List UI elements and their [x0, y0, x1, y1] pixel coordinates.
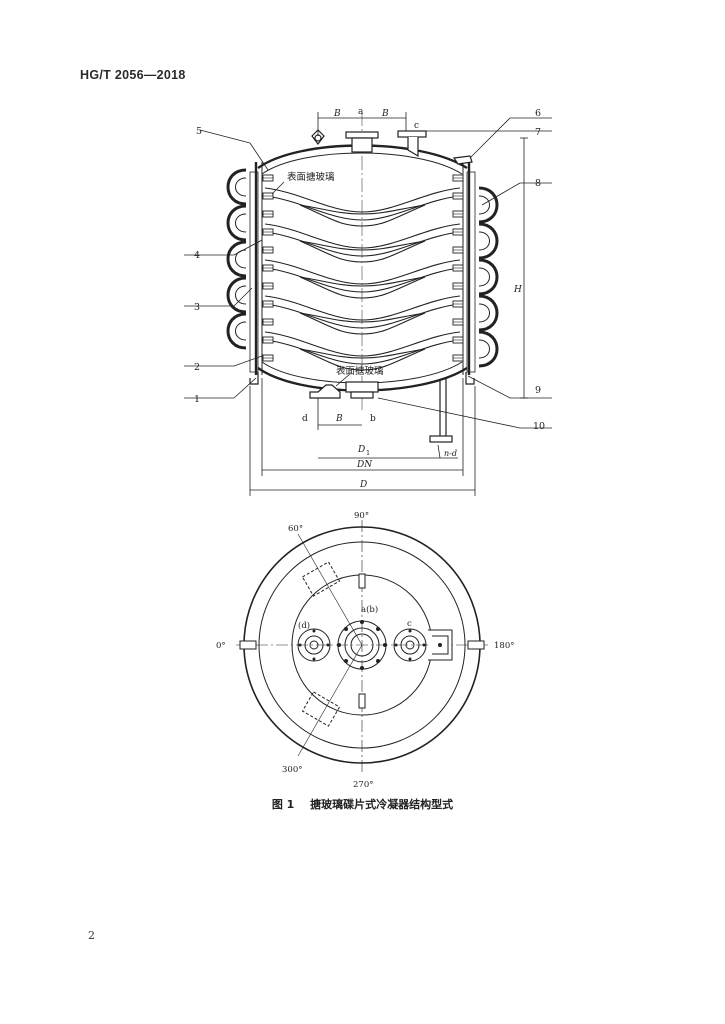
left-coils: [226, 168, 248, 350]
surface-enamel-label-top: 表面搪玻璃: [287, 171, 335, 183]
label-c: c: [414, 121, 419, 131]
support-legs: [249, 372, 475, 443]
plan-view: [236, 520, 488, 773]
disc-stack: [264, 187, 461, 371]
leader-lines: [184, 117, 552, 429]
label-D: D: [359, 480, 367, 490]
part-numbers: 5 4 3 2 1 6 7 8 9 10: [194, 108, 545, 432]
part-label-10: 10: [533, 421, 545, 432]
figure-number: 图 1: [271, 798, 295, 811]
angle-180-label: 180°: [494, 641, 514, 651]
label-B-top-right: B: [381, 109, 389, 119]
angle-300-label: 300°: [282, 765, 302, 775]
label-B-bottom: B: [335, 414, 343, 424]
nozzle-c-label: c: [407, 619, 412, 629]
angle-270-label: 270°: [353, 780, 373, 790]
angle-60-label: 60°: [288, 524, 303, 534]
part-label-2: 2: [194, 362, 200, 373]
part-label-1: 1: [194, 394, 200, 405]
part-label-9: 9: [535, 385, 541, 396]
label-D1-subscript: 1: [366, 449, 370, 457]
page-number: 2: [88, 929, 95, 942]
part-label-5: 5: [196, 126, 202, 137]
surface-enamel-label-bottom: 表面搪玻璃: [336, 365, 384, 377]
part-label-3: 3: [194, 302, 200, 313]
elevation-labels: a B B c 表面搪玻璃 表面搪玻璃 H d B b D 1 DN D n-d: [287, 107, 522, 490]
nozzle-d-label: (d): [298, 620, 310, 631]
angle-90-label: 90°: [354, 511, 369, 521]
part-label-8: 8: [535, 178, 541, 189]
figure-caption: 图 1 搪玻璃碟片式冷凝器结构型式: [0, 796, 725, 812]
angle-0-label: 0°: [216, 641, 226, 651]
label-DN: DN: [356, 460, 373, 470]
part-label-4: 4: [194, 250, 200, 261]
label-a: a: [358, 107, 364, 117]
part-label-7: 7: [535, 127, 541, 138]
label-D1: D: [357, 445, 365, 455]
label-b: b: [370, 414, 376, 424]
figure-title: 搪玻璃碟片式冷凝器结构型式: [310, 798, 454, 811]
label-H: H: [513, 285, 522, 295]
bottom-nozzles: [309, 381, 379, 399]
elevation-view: [184, 112, 552, 496]
label-d: d: [302, 414, 308, 424]
plan-view-labels: 90° 60° 0° 180° 300° 270° a(b) (d) c: [216, 511, 514, 790]
label-B-top-left: B: [333, 109, 341, 119]
part-label-6: 6: [535, 108, 541, 119]
document-header: HG/T 2056—2018: [80, 68, 186, 82]
dimension-lines: [249, 112, 528, 496]
label-nd: n-d: [444, 449, 457, 458]
nozzle-ab-label: a(b): [361, 604, 378, 615]
right-coils: [477, 186, 499, 368]
